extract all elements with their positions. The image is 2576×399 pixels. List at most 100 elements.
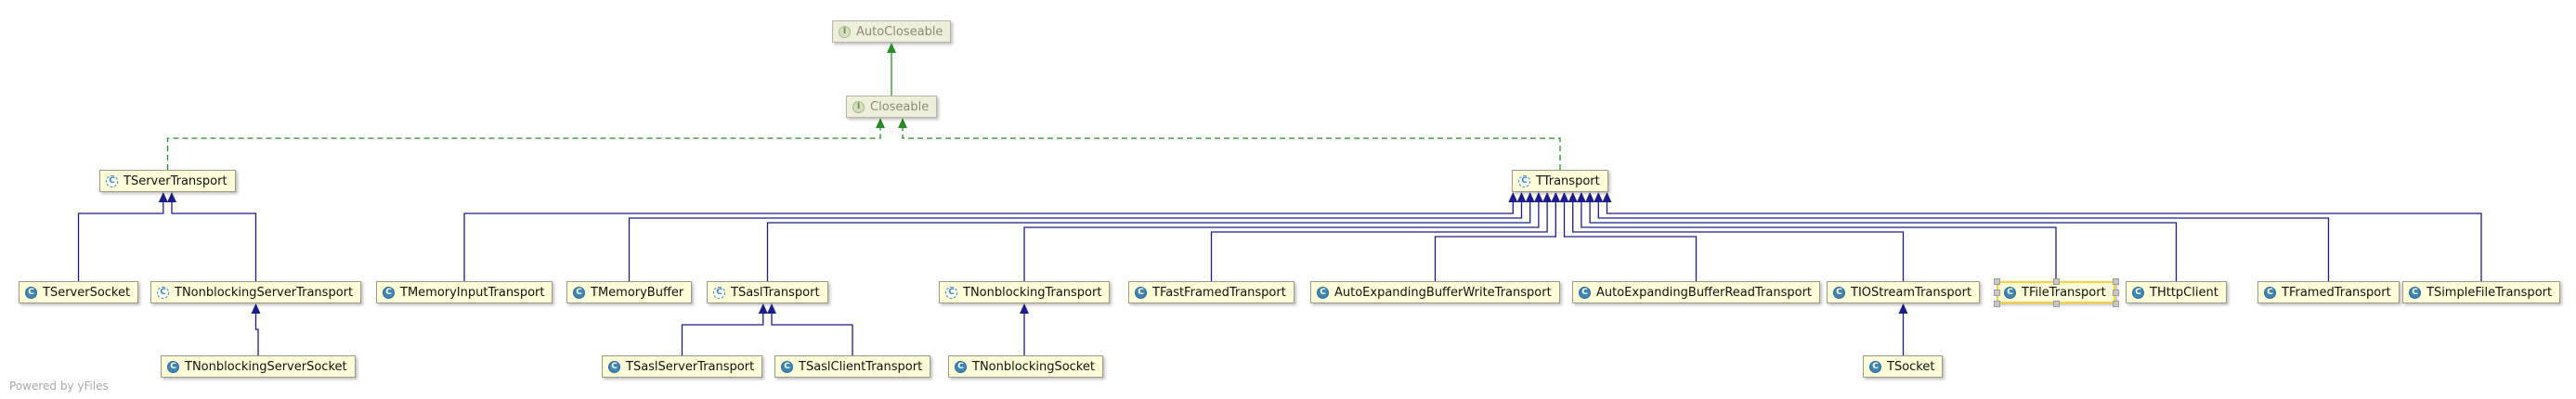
- edge-autoexpandingbufferreadtransport: [1563, 202, 1698, 281]
- node-thttpclient[interactable]: C THttpClient: [2126, 281, 2227, 303]
- abstract-class-icon: C: [1518, 174, 1530, 187]
- edge-tnonblockingservertransport: [171, 202, 257, 281]
- node-tserversocket[interactable]: C TServerSocket: [19, 281, 139, 303]
- interface-icon: I: [852, 100, 865, 113]
- abstract-class-icon: C: [713, 286, 725, 299]
- node-tframedtransport[interactable]: C TFramedTransport: [2257, 281, 2400, 303]
- edge-tiostreamtransport: [1572, 202, 1905, 281]
- node-label: TNonblockingServerSocket: [185, 359, 347, 374]
- arrowhead: [1585, 192, 1595, 202]
- powered-by-footer: Powered by yFiles: [9, 380, 109, 393]
- abstract-class-icon: C: [945, 286, 957, 299]
- edge-tfiletransport: [1581, 202, 2057, 281]
- node-tmemoryinputtransport[interactable]: C TMemoryInputTransport: [376, 281, 553, 303]
- arrowhead: [1602, 192, 1612, 202]
- node-label: TNonblockingServerTransport: [175, 285, 354, 300]
- edge-tmemorybuffer: [628, 202, 1523, 281]
- node-label: TNonblockingSocket: [972, 359, 1095, 374]
- class-icon: C: [383, 286, 395, 299]
- node-label: TMemoryBuffer: [591, 285, 684, 300]
- arrowhead: [251, 303, 261, 314]
- edge-thttpclient: [1589, 202, 2178, 281]
- node-label: AutoCloseable: [856, 24, 943, 39]
- node-tnonblockingsocket[interactable]: C TNonblockingSocket: [948, 355, 1103, 378]
- class-icon: C: [781, 360, 793, 373]
- class-icon: C: [1579, 286, 1591, 299]
- arrowhead: [158, 192, 168, 202]
- node-tsimplefiletransport[interactable]: C TSimpleFileTransport: [2402, 281, 2561, 303]
- node-tnonblockingtransport[interactable]: C TNonblockingTransport: [939, 281, 1111, 303]
- node-closeable[interactable]: I Closeable: [846, 96, 938, 118]
- node-tiostreamtransport[interactable]: C TIOStreamTransport: [1827, 281, 1981, 303]
- arrowhead: [887, 43, 896, 53]
- arrowhead: [1594, 192, 1604, 202]
- node-tfastframedtransport[interactable]: C TFastFramedTransport: [1128, 281, 1295, 303]
- node-tsaslclienttransport[interactable]: C TSaslClientTransport: [774, 355, 931, 378]
- node-label: TMemoryInputTransport: [400, 285, 545, 300]
- node-label: TSaslClientTransport: [799, 359, 923, 374]
- selection-handle[interactable]: [1994, 301, 2000, 307]
- edge-tsasltransport: [766, 202, 1531, 281]
- arrowhead: [1516, 192, 1527, 202]
- arrowhead: [1568, 192, 1578, 202]
- selection-handle[interactable]: [1994, 278, 2000, 285]
- class-icon: C: [1869, 360, 1881, 373]
- edge-tserversocket: [77, 202, 164, 281]
- arrowhead: [1542, 192, 1553, 202]
- node-tnonblockingserversocket[interactable]: C TNonblockingServerSocket: [161, 355, 356, 378]
- node-ttransport[interactable]: C TTransport: [1512, 170, 1608, 192]
- selection-handle[interactable]: [2053, 301, 2060, 307]
- arrowhead: [1533, 192, 1543, 202]
- node-label: TSaslTransport: [731, 285, 820, 300]
- arrowhead: [1898, 303, 1908, 314]
- arrowhead: [1559, 192, 1569, 202]
- edge-tframedtransport: [1597, 202, 2330, 281]
- arrowhead: [898, 118, 907, 128]
- selection-handle[interactable]: [1994, 290, 2000, 296]
- arrowhead: [1508, 192, 1518, 202]
- node-label: TIOStreamTransport: [1851, 285, 1972, 300]
- edge-tnonblockingtransport: [1023, 202, 1540, 281]
- arrowhead: [1020, 303, 1029, 314]
- node-tnonblockingservertransport[interactable]: C TNonblockingServerTransport: [150, 281, 362, 303]
- selection-handle[interactable]: [2113, 278, 2119, 285]
- arrowhead: [167, 192, 176, 202]
- node-label: TFastFramedTransport: [1152, 285, 1286, 300]
- node-tsasltransport[interactable]: C TSaslTransport: [707, 281, 828, 303]
- class-icon: C: [573, 286, 585, 299]
- node-autoexpandingbufferreadtransport[interactable]: C AutoExpandingBufferReadTransport: [1572, 281, 1821, 303]
- edge-tsaslclienttransport: [771, 314, 853, 355]
- selection-handle[interactable]: [2053, 278, 2060, 285]
- abstract-class-icon: C: [157, 286, 169, 299]
- node-label: TFileTransport: [2022, 285, 2106, 300]
- node-tsocket[interactable]: C TSocket: [1863, 355, 1944, 378]
- arrowhead: [1551, 192, 1561, 202]
- class-icon: C: [1833, 286, 1845, 299]
- node-label: TSaslServerTransport: [626, 359, 755, 374]
- class-icon: C: [2409, 286, 2421, 299]
- node-label: TFramedTransport: [2282, 285, 2391, 300]
- arrowhead: [758, 303, 768, 314]
- node-label: TNonblockingTransport: [963, 285, 1102, 300]
- node-label: Closeable: [870, 99, 930, 114]
- node-label: THttpClient: [2150, 285, 2218, 300]
- class-icon: C: [167, 360, 179, 373]
- node-autoexpandingbufferwritetransport[interactable]: C AutoExpandingBufferWriteTransport: [1310, 281, 1560, 303]
- class-icon: C: [2264, 286, 2276, 299]
- selection-handle[interactable]: [2113, 301, 2119, 307]
- arrowhead: [767, 303, 776, 314]
- node-autocloseable[interactable]: I AutoCloseable: [832, 20, 952, 43]
- edge-tnonblockingserversocket: [254, 314, 259, 355]
- edge-tsimplefiletransport: [1606, 202, 2482, 281]
- node-label: TTransport: [1536, 174, 1600, 188]
- class-icon: C: [955, 360, 967, 373]
- node-tsaslservertransport[interactable]: C TSaslServerTransport: [602, 355, 763, 378]
- class-icon: C: [608, 360, 620, 373]
- edge-autoexpandingbufferwritetransport: [1434, 202, 1556, 281]
- node-label: TServerTransport: [124, 174, 228, 188]
- selection-handle[interactable]: [2113, 290, 2119, 296]
- node-tmemorybuffer[interactable]: C TMemoryBuffer: [566, 281, 693, 303]
- node-tservertransport[interactable]: C TServerTransport: [99, 170, 236, 192]
- node-label: TServerSocket: [43, 285, 131, 300]
